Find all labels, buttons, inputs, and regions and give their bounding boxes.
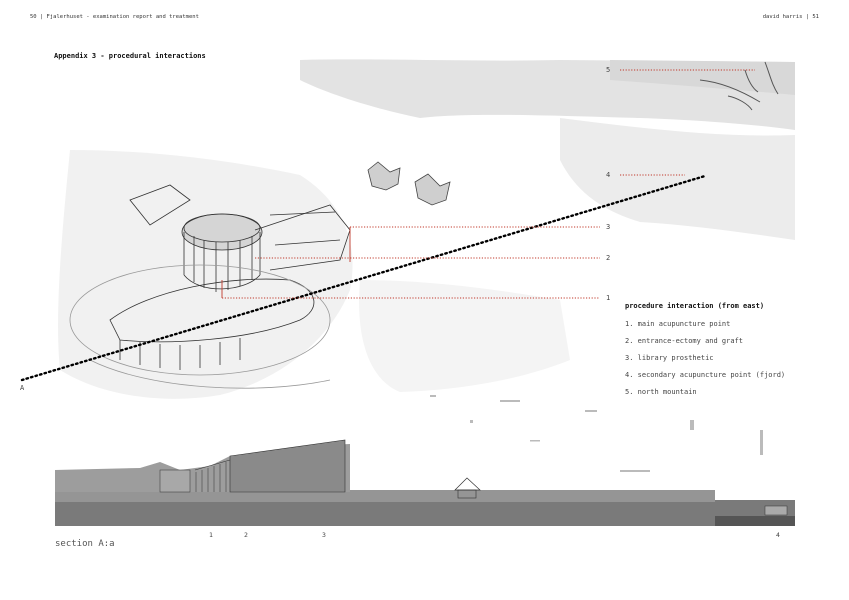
legend-item-5: 5. north mountain <box>625 388 697 396</box>
leader-marker-4: 4 <box>606 171 611 179</box>
section-line <box>20 174 707 382</box>
section-drawing <box>55 439 795 526</box>
legend-item-1: 1. main acupuncture point <box>625 320 731 328</box>
section-number-4: 4 <box>776 531 780 539</box>
leader-marker-2: 2 <box>606 254 611 262</box>
section-marker-a: A <box>20 384 25 392</box>
legend-item-2: 2. entrance-ectomy and graft <box>625 337 744 345</box>
section-label: section A:a <box>55 539 115 549</box>
page-header-left: 50 | Fjaler­huset - examination report a… <box>30 14 199 20</box>
leader-marker-5: 5 <box>606 66 611 74</box>
legend-title: procedure interaction (from east) <box>625 302 765 310</box>
section-number-1: 1 <box>209 531 213 539</box>
leader-marker-1: 1 <box>606 294 611 302</box>
landscape-wash <box>58 59 795 399</box>
section-number-3: 3 <box>322 531 326 539</box>
leader-anchors <box>221 227 351 298</box>
speckles <box>430 395 763 472</box>
mountain-scratches <box>699 61 779 111</box>
fjord-sketch <box>367 161 451 206</box>
leader-marker-3: 3 <box>606 223 611 231</box>
legend-item-4: 4. secondary acupuncture point (fjord) <box>625 371 786 379</box>
leader-lines <box>222 69 755 299</box>
page-header-right: david harris | 51 <box>762 14 819 20</box>
section-number-2: 2 <box>244 531 248 539</box>
legend-item-3: 3. library prosthetic <box>625 354 714 362</box>
page-title: Appendix 3 - procedural interactions <box>54 52 206 60</box>
